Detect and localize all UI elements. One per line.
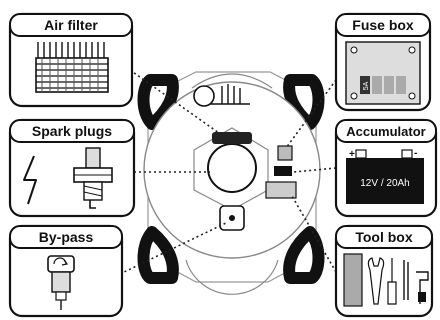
- wheel-rear-left: [137, 226, 179, 284]
- battery-icon: + - 12V / 20Ah: [346, 148, 424, 204]
- panel-title-air-filter: Air filter: [44, 17, 98, 33]
- machine-top-view: [137, 71, 325, 295]
- toolbox-location: [265, 181, 297, 199]
- panel-title-accumulator: Accumulator: [346, 124, 425, 139]
- fuse-box-icon: 5A: [345, 41, 421, 105]
- panel-title-tool-box: Tool box: [355, 229, 412, 245]
- panel-title-fuse-box: Fuse box: [352, 17, 414, 33]
- wheel-front-left: [137, 74, 179, 130]
- panel-spark-plugs: Spark plugs: [8, 118, 136, 218]
- air-filter-icon: [35, 42, 109, 93]
- wrench-icon: [367, 257, 385, 305]
- panel-accumulator: Accumulator + - 12V / 20Ah: [334, 118, 438, 218]
- fuse-box-location: [277, 145, 293, 161]
- battery-minus: -: [414, 148, 417, 159]
- key-icon: [403, 260, 409, 300]
- panel-bypass: By-pass: [8, 224, 124, 318]
- panel-title-bypass: By-pass: [39, 229, 94, 245]
- bypass-valve-icon: [47, 255, 75, 310]
- battery-label: 12V / 20Ah: [360, 178, 409, 189]
- tools-icon: [343, 253, 429, 307]
- wheel-rear-right: [283, 226, 325, 284]
- fuse-rating-label: 5A: [363, 81, 370, 90]
- screwdriver-icon: [387, 258, 397, 305]
- hex-key-icon: [416, 271, 429, 304]
- panel-fuse-box: Fuse box 5A: [334, 12, 432, 112]
- panel-tool-box: Tool box: [334, 224, 434, 318]
- accumulator-location: [274, 166, 292, 176]
- battery-plus: +: [349, 149, 355, 160]
- manual-icon: [343, 253, 363, 307]
- air-filter-location: [212, 132, 252, 144]
- lightning-icon: [23, 155, 37, 205]
- leader-lines: [119, 69, 337, 275]
- panel-title-spark-plugs: Spark plugs: [32, 123, 112, 139]
- panel-air-filter: Air filter: [8, 12, 134, 108]
- spark-plug-icon: [73, 147, 113, 209]
